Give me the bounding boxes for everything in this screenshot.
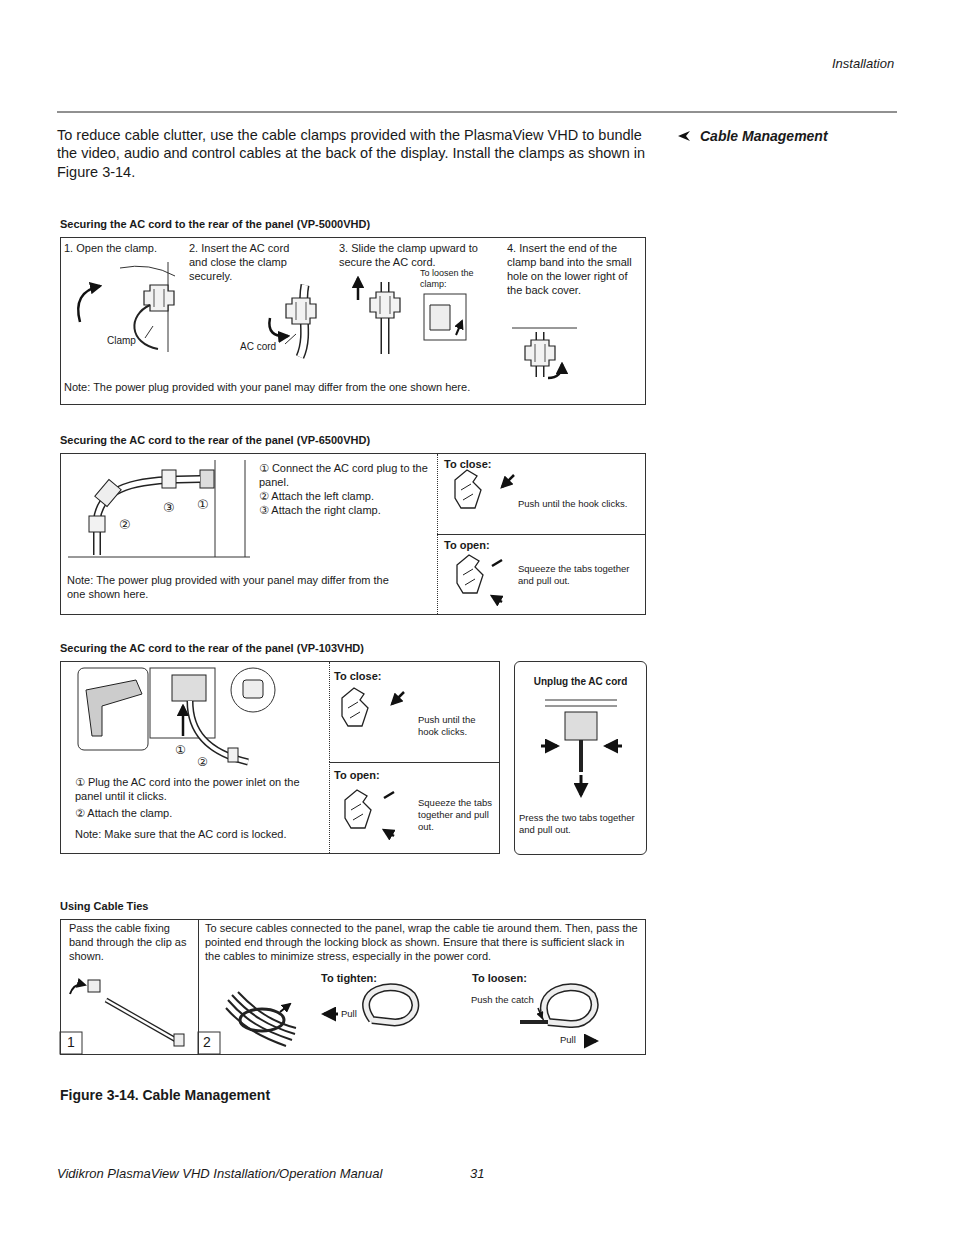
label: 31 [470, 1166, 500, 1183]
instruction-text: Press the two tabs together and pull out… [519, 812, 643, 836]
instruction-text: ① Connect the AC cord plug to the panel. [259, 462, 434, 490]
instruction-text: ② Attach the clamp. [75, 807, 325, 821]
instruction-text: To open: [334, 769, 424, 783]
instruction-panel: Unplug the AC cordPress the two tabs tog… [514, 661, 647, 855]
instruction-panel: Securing the AC cord to the rear of the … [60, 237, 646, 405]
label: Vidikron PlasmaView VHD Installation/Ope… [57, 1166, 437, 1183]
instruction-text: 3. Slide the clamp upward to secure the … [339, 242, 479, 270]
label: To reduce cable clutter, use the cable c… [57, 126, 657, 181]
label: Push the catch [471, 994, 551, 1006]
label: To loosen the clamp: [420, 268, 475, 291]
panel-heading: Securing the AC cord to the rear of the … [60, 642, 500, 656]
instruction-cell: To close: Push until the hook clicks. [437, 454, 645, 534]
panel-heading: Securing the AC cord to the rear of the … [60, 218, 680, 232]
figure-caption: Figure 3-14. Cable Management [60, 1087, 460, 1105]
label: To tighten: [321, 972, 401, 986]
instruction-text: Pass the cable fixing band through the c… [69, 922, 191, 964]
instruction-cell: To secure cables connected to the panel,… [199, 920, 645, 1054]
label: 1 [67, 1034, 81, 1052]
label: ① [175, 743, 189, 758]
instruction-cell: To close: Push until the hook clicks. [329, 662, 499, 762]
label: ② [119, 517, 133, 534]
label: 2 [203, 1034, 217, 1052]
instruction-text: Unplug the AC cord [515, 676, 646, 689]
instruction-panel: Securing the AC cord to the rear of the … [60, 661, 500, 854]
label: ① [197, 497, 211, 514]
instruction-text: ③ Attach the right clamp. [259, 504, 434, 518]
instruction-text: 1. Open the clamp. [64, 242, 179, 256]
instruction-text: To close: [444, 458, 534, 472]
section-heading: Cable Management [700, 128, 900, 146]
instruction-cell: To open: Squeeze the tabs together and pu… [329, 762, 499, 853]
instruction-text: Push until the hook clicks. [418, 714, 496, 738]
instruction-text: Push until the hook clicks. [518, 498, 642, 510]
instruction-text: To close: [334, 670, 424, 684]
instruction-cell: Pass the cable fixing band through the c… [61, 920, 199, 1054]
label: Installation [832, 56, 902, 73]
label: Pull [560, 1034, 590, 1046]
instruction-panel: Using Cable TiesPass the cable fixing ba… [60, 919, 646, 1055]
instruction-text: To open: [444, 539, 534, 553]
instruction-text: ② Attach the left clamp. [259, 490, 434, 504]
instruction-text: Squeeze the tabs together and pull out. [418, 797, 496, 833]
instruction-text: Squeeze the tabs together and pull out. [518, 563, 642, 587]
label: Clamp [107, 335, 147, 348]
panel-heading: Using Cable Ties [60, 900, 360, 914]
instruction-text: Note: The power plug provided with your … [64, 381, 634, 395]
label: To loosen: [472, 972, 552, 986]
instruction-text: 2. Insert the AC cord and close the clam… [189, 242, 309, 284]
instruction-text: Note: The power plug provided with your … [67, 574, 407, 602]
label: ② [197, 755, 211, 770]
instruction-text: ① Plug the AC cord into the power inlet … [75, 776, 325, 804]
instruction-cell: To open: Squeeze the tabs together and pu… [437, 534, 645, 614]
instruction-text: To secure cables connected to the panel,… [205, 922, 639, 964]
label: ③ [163, 500, 177, 517]
instruction-panel: Securing the AC cord to the rear of the … [60, 453, 646, 615]
panel-heading: Securing the AC cord to the rear of the … [60, 434, 680, 448]
label: AC cord [240, 341, 286, 354]
instruction-text: 4. Insert the end of the clamp band into… [507, 242, 639, 298]
label: Pull [341, 1008, 371, 1020]
instruction-text: Note: Make sure that the AC cord is lock… [75, 828, 325, 842]
